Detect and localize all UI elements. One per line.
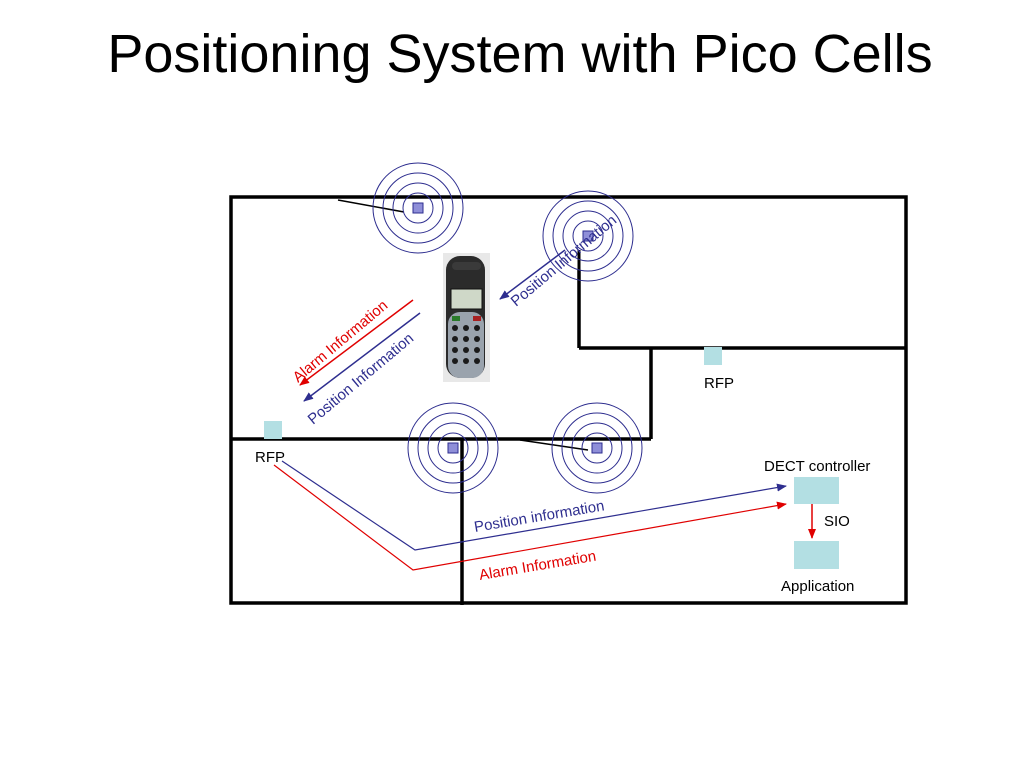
pico-cell-top-right — [542, 190, 634, 282]
building-walls — [229, 195, 908, 605]
position-info-bottom-label: Position information — [473, 497, 606, 536]
rfp-right-box — [704, 347, 722, 365]
dect-controller-box — [794, 477, 839, 504]
rfp-left-box — [264, 421, 282, 439]
dect-controller-label: DECT controller — [764, 458, 870, 475]
pico-cell-top-left — [337, 162, 464, 254]
pico-cell-bottom-right — [519, 402, 643, 494]
alarm-arrow-mid — [299, 299, 414, 386]
rfp-left-label: RFP — [255, 449, 285, 466]
application-box — [794, 541, 839, 569]
slide-title: Positioning System with Pico Cells — [107, 24, 933, 84]
alarm-info-bottom-label: Alarm Information — [478, 548, 598, 584]
position-info-mid-label: Position Information — [305, 330, 417, 428]
position-arrow-top — [499, 249, 566, 300]
application-label: Application — [781, 578, 854, 595]
pico-cell-bottom-left — [407, 402, 499, 494]
rfp-right-label: RFP — [704, 375, 734, 392]
alarm-route-bottom — [273, 464, 787, 571]
position-arrow-mid — [303, 312, 421, 402]
outer-wall — [229, 195, 908, 605]
position-info-top-label: Position Information — [508, 212, 620, 310]
sio-label: SIO — [824, 513, 850, 530]
dect-handset-image — [443, 253, 490, 382]
position-route-bottom — [281, 460, 787, 551]
